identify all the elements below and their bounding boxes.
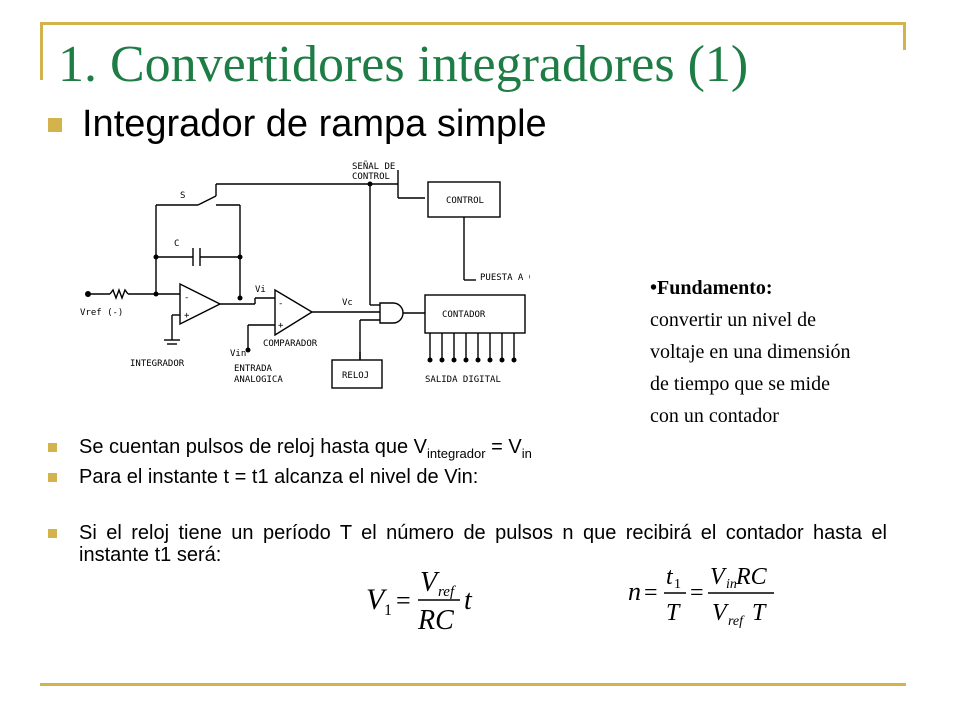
eq-symbol: = <box>396 586 411 615</box>
bullet-text: Si el reloj tiene un período T el número… <box>79 522 887 566</box>
label-cmp-plus: + <box>278 321 284 331</box>
bullet-item: Se cuentan pulsos de reloj hasta que Vin… <box>48 436 887 465</box>
eq-symbol: RC <box>417 605 454 635</box>
circuit-diagram: SEÑAL DE CONTROL S C Vi Vc Vref (-) - + … <box>80 161 530 389</box>
fundamento-block: •Fundamento: convertir un nivel de volta… <box>650 272 910 432</box>
eq-symbol: = <box>690 580 704 606</box>
bullet-text: Para el instante t = t1 alcanza el nivel… <box>79 466 479 488</box>
slide-subtitle: Integrador de rampa simple <box>82 103 547 145</box>
eq-symbol: V <box>366 583 388 616</box>
label-switch: S <box>180 191 185 201</box>
fundamento-line: voltaje en una dimensión <box>650 341 851 363</box>
label-contador: CONTADOR <box>442 310 486 320</box>
eq-subscript: in <box>726 577 737 592</box>
label-entrada: ENTRADA <box>234 364 273 374</box>
label-puesta: PUESTA A CERO <box>480 273 530 283</box>
bullet-item: Si el reloj tiene un período T el número… <box>48 522 887 566</box>
label-comparador: COMPARADOR <box>263 339 318 349</box>
eq-subscript: 1 <box>384 602 392 619</box>
square-bullet-icon <box>48 473 57 482</box>
bullet-text-part: Se cuentan pulsos de reloj hasta que V <box>79 436 428 458</box>
label-salida: SALIDA DIGITAL <box>425 375 501 385</box>
fundamento-line: con un contador <box>650 405 779 427</box>
equation-n: n = t 1 T = V in RC V ref T <box>628 564 774 629</box>
eq-subscript: 1 <box>674 577 681 592</box>
equation-v1: V 1 = V ref RC t <box>366 567 473 635</box>
label-vc: Vc <box>342 298 353 308</box>
eq-symbol: V <box>712 600 729 626</box>
eq-subscript: ref <box>438 584 456 600</box>
label-control-signal: CONTROL <box>352 172 390 182</box>
label-senal: SEÑAL DE <box>352 161 395 172</box>
eq-symbol: RC <box>735 564 768 590</box>
label-vref: Vref (-) <box>80 308 123 318</box>
label-integrador: INTEGRADOR <box>130 359 185 369</box>
bottom-rule <box>40 683 906 686</box>
right-accent-rule <box>903 22 906 50</box>
bullet-item: Para el instante t = t1 alcanza el nivel… <box>48 466 887 488</box>
label-vin: Vin <box>230 349 246 359</box>
eq-symbol: V <box>420 567 440 598</box>
eq-subscript: ref <box>728 614 745 629</box>
eq-symbol: T <box>752 600 767 626</box>
label-control-block: CONTROL <box>446 196 484 206</box>
square-bullet-icon <box>48 117 62 132</box>
fundamento-line: convertir un nivel de <box>650 309 817 331</box>
subtitle-row: Integrador de rampa simple <box>48 103 547 146</box>
subscript: in <box>521 446 532 461</box>
fundamento-line: de tiempo que se mide <box>650 373 830 395</box>
label-reloj: RELOJ <box>342 371 369 381</box>
label-cmp-minus: - <box>278 299 283 309</box>
label-analogica: ANALOGICA <box>234 375 283 385</box>
slide-title: 1. Convertidores integradores (1) <box>58 36 749 93</box>
eq-symbol: V <box>710 564 727 590</box>
label-vi: Vi <box>255 285 266 295</box>
fundamento-heading: •Fundamento: <box>650 277 773 299</box>
eq-symbol: t <box>464 585 473 616</box>
label-capacitor: C <box>174 239 179 249</box>
subscript: integrador <box>427 446 486 461</box>
label-int-plus: + <box>184 311 190 321</box>
square-bullet-icon <box>48 529 57 538</box>
eq-symbol: t <box>666 564 674 590</box>
square-bullet-icon <box>48 443 57 452</box>
top-rule <box>40 22 906 25</box>
eq-symbol: = <box>644 580 658 606</box>
left-accent-rule <box>40 22 43 80</box>
label-int-minus: - <box>184 293 189 303</box>
eq-symbol: T <box>666 600 681 626</box>
bullet-text: Se cuentan pulsos de reloj hasta que Vin… <box>79 436 887 465</box>
bullet-text-part: = V <box>485 436 522 458</box>
eq-symbol: n <box>628 577 641 606</box>
